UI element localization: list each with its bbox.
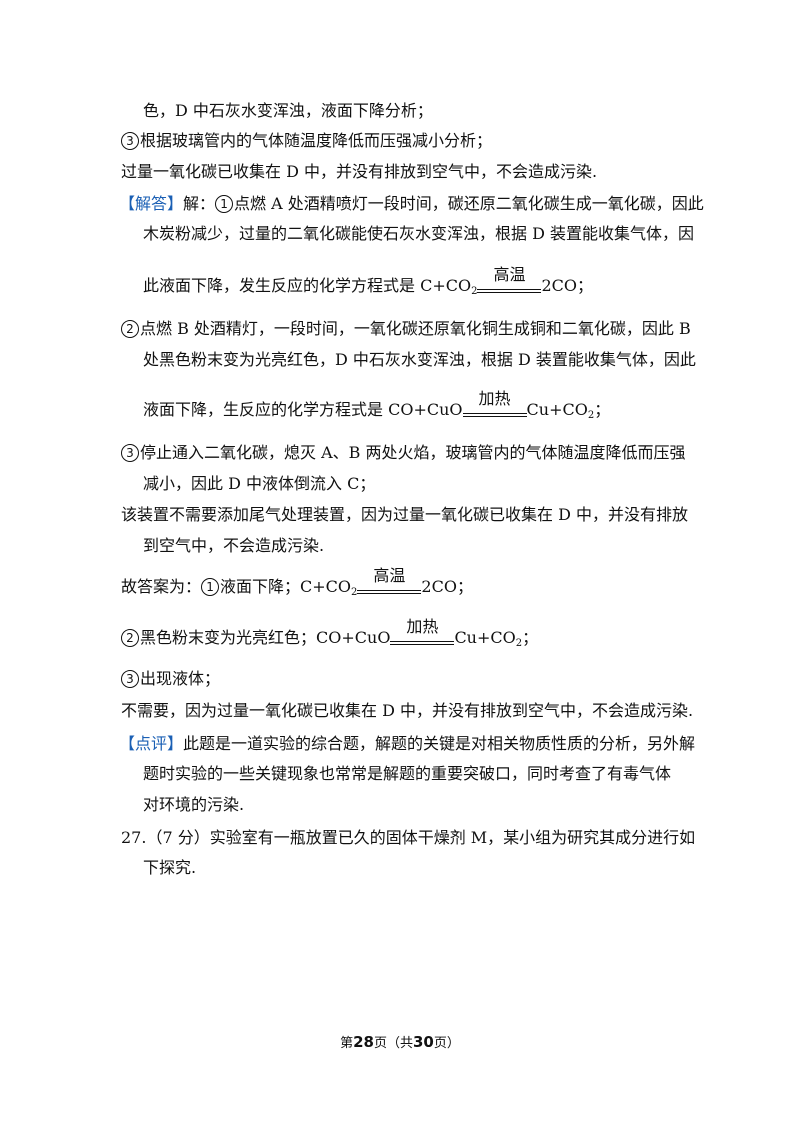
page-number: 28 bbox=[353, 1033, 374, 1051]
question-line: 27.（7 分）实验室有一瓶放置已久的固体干燥剂 M，某小组为研究其成分进行如 bbox=[121, 828, 696, 847]
circled-number: 2 bbox=[121, 320, 139, 338]
text-line: 题时实验的一些关键现象也常常是解题的重要突破口，同时考查了有毒气体 bbox=[143, 764, 672, 783]
circled-number: 1 bbox=[201, 578, 220, 596]
text-line: 到空气中，不会造成污染. bbox=[143, 536, 325, 555]
circled-number: 3 bbox=[121, 444, 139, 462]
text-line: 处黑色粉末变为光亮红色，D 中石灰水变浑浊，根据 D 装置能收集气体，因此 bbox=[143, 350, 696, 369]
circled-number: 3 bbox=[121, 132, 139, 150]
circled-number: 1 bbox=[215, 195, 234, 213]
page-total: 30 bbox=[413, 1033, 434, 1051]
text-line: 减小，因此 D 中液体倒流入 C； bbox=[143, 474, 376, 493]
reaction-condition: 加热 bbox=[462, 389, 527, 421]
comment-tag: 【点评】 bbox=[119, 734, 184, 753]
text-line: 木炭粉减少，过量的二氧化碳能使石灰水变浑浊，根据 D 装置能收集气体，因 bbox=[143, 224, 695, 243]
answer-tag: 【解答】 bbox=[119, 194, 184, 213]
circled-number: 3 bbox=[121, 670, 139, 688]
text-line: 该装置不需要添加尾气处理装置，因为过量一氧化碳已收集在 D 中，并没有排放 bbox=[121, 505, 689, 524]
text-line: 不需要，因为过量一氧化碳已收集在 D 中，并没有排放到空气中，不会造成污染. bbox=[121, 701, 694, 720]
reaction-condition: 加热 bbox=[390, 617, 455, 649]
text-line: 对环境的污染. bbox=[143, 795, 245, 814]
text-line: 下探究. bbox=[143, 858, 197, 877]
circled-number: 2 bbox=[121, 629, 139, 647]
reaction-condition: 高温 bbox=[477, 265, 542, 297]
text-line: 色，D 中石灰水变浑浊，液面下降分析； bbox=[143, 101, 433, 120]
text-line: 【点评】此题是一道实验的综合题，解题的关键是对相关物质性质的分析，另外解 bbox=[119, 734, 696, 753]
page-footer: 第28页（共30页） bbox=[340, 1033, 460, 1051]
text-line: 过量一氧化碳已收集在 D 中，并没有排放到空气中，不会造成污染. bbox=[121, 162, 598, 181]
reaction-condition: 高温 bbox=[357, 566, 422, 598]
